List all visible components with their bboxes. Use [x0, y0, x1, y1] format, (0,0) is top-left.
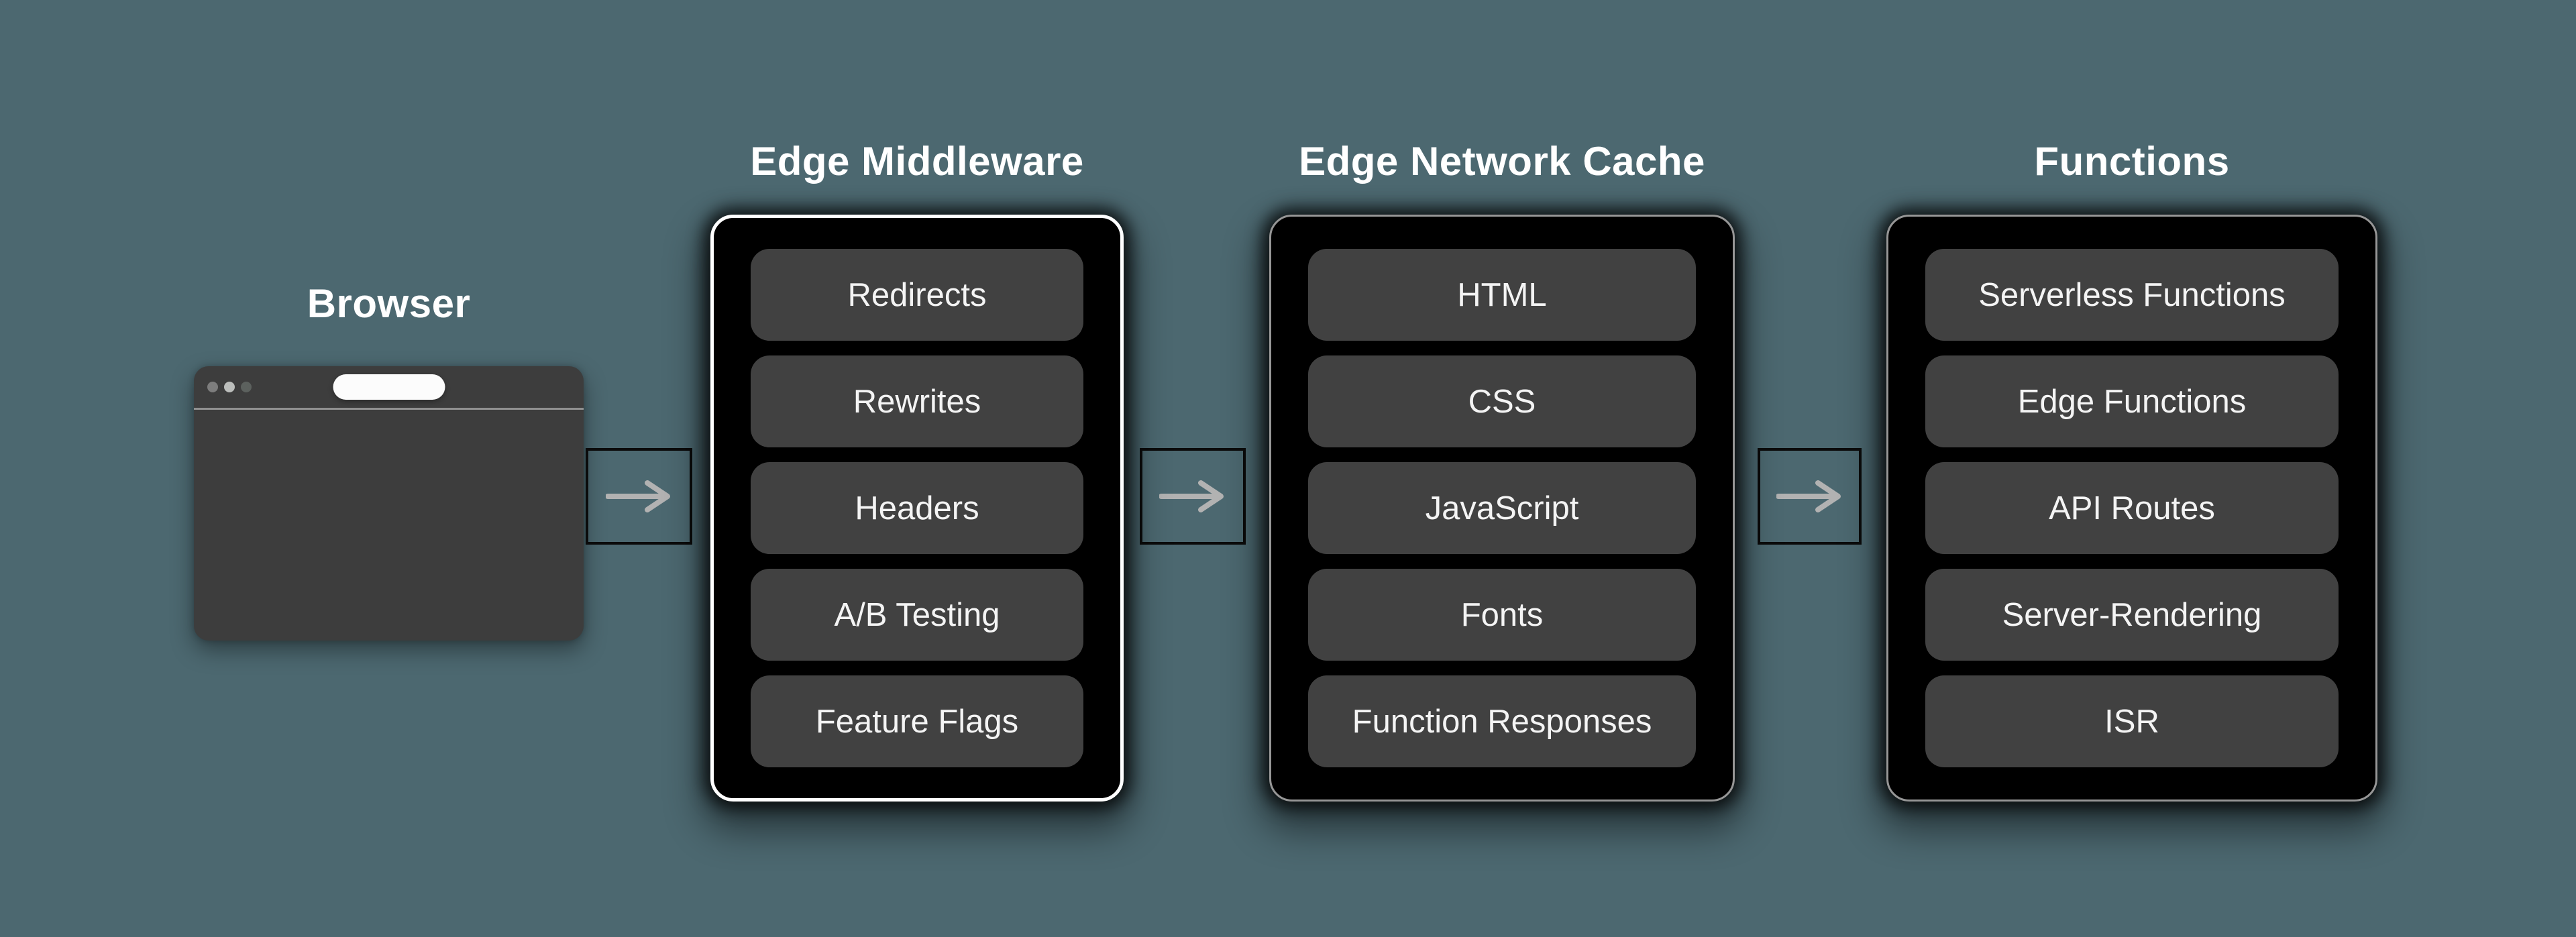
traffic-light-dot: [241, 382, 252, 392]
item-server-rendering: Server-Rendering: [1925, 569, 2339, 661]
item-javascript: JavaScript: [1308, 462, 1696, 554]
item-css: CSS: [1308, 355, 1696, 447]
panel-title-edge-network-cache: Edge Network Cache: [1299, 139, 1705, 184]
item-function-responses: Function Responses: [1308, 675, 1696, 767]
arrow-right-icon: [1159, 480, 1224, 512]
traffic-lights: [207, 382, 252, 392]
item-isr: ISR: [1925, 675, 2339, 767]
connector-browser-to-middleware: [586, 448, 692, 545]
panel-edge-middleware: Redirects Rewrites Headers A/B Testing F…: [710, 215, 1124, 802]
item-ab-testing: A/B Testing: [751, 569, 1083, 661]
panel-functions: Serverless Functions Edge Functions API …: [1886, 215, 2377, 802]
arrow-right-icon: [605, 480, 670, 512]
item-rewrites: Rewrites: [751, 355, 1083, 447]
item-html: HTML: [1308, 249, 1696, 341]
item-serverless-functions: Serverless Functions: [1925, 249, 2339, 341]
item-feature-flags: Feature Flags: [751, 675, 1083, 767]
item-redirects: Redirects: [751, 249, 1083, 341]
panel-edge-network-cache: HTML CSS JavaScript Fonts Function Respo…: [1269, 215, 1735, 802]
item-api-routes: API Routes: [1925, 462, 2339, 554]
connector-middleware-to-cache: [1140, 448, 1246, 545]
arrow-right-icon: [1776, 480, 1841, 512]
item-headers: Headers: [751, 462, 1083, 554]
browser-header: [194, 366, 584, 410]
browser-window: [194, 366, 584, 641]
browser-title: Browser: [307, 281, 471, 326]
item-edge-functions: Edge Functions: [1925, 355, 2339, 447]
panel-title-functions: Functions: [2034, 139, 2230, 184]
traffic-light-dot: [224, 382, 235, 392]
item-fonts: Fonts: [1308, 569, 1696, 661]
traffic-light-dot: [207, 382, 218, 392]
url-bar: [333, 374, 445, 400]
panel-title-edge-middleware: Edge Middleware: [750, 139, 1084, 184]
connector-cache-to-functions: [1758, 448, 1862, 545]
